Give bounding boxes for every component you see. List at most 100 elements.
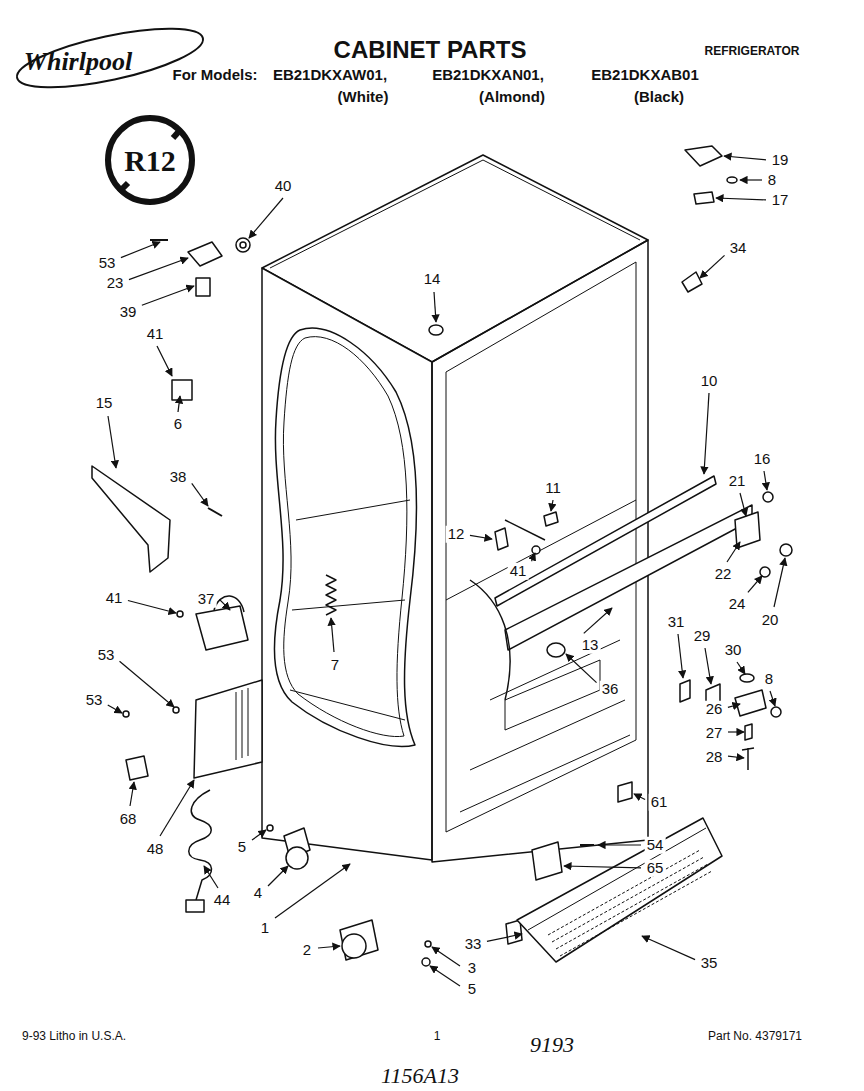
callout-number: 53	[96, 647, 117, 664]
model-number: EB21DKXAB01	[591, 67, 699, 84]
leader-line	[121, 242, 160, 258]
callout-number: 34	[728, 240, 749, 257]
callout-number: 24	[727, 596, 748, 613]
leader-line	[740, 493, 746, 516]
leader-line	[130, 782, 134, 806]
leader-line	[764, 471, 767, 490]
callout-number: 36	[600, 681, 621, 698]
leader-line	[564, 866, 641, 868]
leader-line	[678, 634, 683, 678]
leader-line	[470, 535, 492, 539]
leader-line	[566, 654, 597, 683]
callout-number: 41	[508, 563, 529, 580]
callout-number: 44	[212, 892, 233, 909]
callout-number: 14	[422, 271, 443, 288]
callout-number: 53	[84, 692, 105, 709]
leader-line	[737, 662, 745, 674]
leader-line	[430, 966, 460, 986]
models-heading: For Models:	[173, 67, 258, 84]
leader-line	[724, 156, 766, 160]
callout-number: 35	[699, 955, 720, 972]
callout-number: 2	[301, 942, 313, 959]
callout-number: 4	[252, 885, 264, 902]
leader-line	[700, 255, 725, 278]
leader-line	[432, 947, 460, 966]
callout-number: 20	[760, 612, 781, 629]
leader-line	[728, 704, 740, 707]
leader-line	[331, 618, 334, 652]
refrigerant-symbol: R12	[124, 144, 176, 177]
color-name: (Almond)	[479, 89, 545, 106]
callout-number: 31	[666, 614, 687, 631]
leader-line	[748, 576, 762, 592]
callout-number: 38	[168, 469, 189, 486]
callout-number: 23	[105, 275, 126, 292]
callout-number: 30	[723, 642, 744, 659]
callout-number: 28	[704, 749, 725, 766]
leader-line	[770, 691, 775, 706]
leader-line	[774, 558, 785, 607]
leader-line	[249, 198, 283, 238]
callout-number: 7	[329, 657, 341, 674]
leader-line	[178, 396, 180, 412]
leader-line	[727, 542, 740, 562]
callout-number: 6	[172, 416, 184, 433]
color-name: (White)	[338, 89, 389, 106]
page-number: 1	[434, 1030, 441, 1043]
callout-number: 19	[770, 152, 791, 169]
callout-number: 29	[692, 628, 713, 645]
part-number: Part No. 4379171	[708, 1030, 802, 1043]
leader-line	[728, 756, 744, 758]
callout-number: 5	[236, 839, 248, 856]
title: CABINET PARTS	[334, 37, 527, 63]
callout-number: 10	[699, 373, 720, 390]
callout-number: 5	[466, 981, 478, 998]
leader-line	[142, 286, 194, 305]
model-number: EB21DKXAW01,	[273, 67, 387, 84]
callout-number: 11	[543, 480, 563, 497]
leader-line	[704, 393, 709, 474]
leader-line	[642, 936, 695, 960]
leader-line	[487, 934, 522, 941]
leader-line	[728, 731, 744, 732]
callout-number: 37	[196, 591, 217, 608]
callout-number: 16	[752, 451, 773, 468]
leader-line	[584, 608, 612, 633]
leader-line	[740, 179, 762, 180]
callout-number: 54	[645, 837, 666, 854]
callout-number: 40	[273, 178, 294, 195]
callout-number: 27	[704, 725, 725, 742]
leader-line	[157, 346, 172, 376]
leader-line	[120, 661, 174, 707]
callout-number: 12	[446, 526, 467, 543]
leader-line	[204, 866, 218, 888]
callout-number: 17	[770, 192, 791, 209]
leader-line	[268, 866, 288, 886]
leader-line	[716, 198, 766, 200]
product-type: REFRIGERATOR	[705, 45, 800, 58]
color-name: (Black)	[634, 89, 684, 106]
model-number: EB21DKXAN01,	[432, 67, 544, 84]
leader-line	[705, 648, 711, 684]
leader-line	[318, 946, 340, 948]
callout-number: 3	[466, 960, 478, 977]
callout-number: 68	[118, 811, 139, 828]
leader-line	[108, 416, 116, 468]
handwritten-note: 1156A13	[381, 1064, 459, 1088]
handwritten-note: 9193	[530, 1033, 574, 1057]
callout-number: 48	[145, 841, 166, 858]
callout-number: 65	[645, 860, 666, 877]
brand-logo: Whirlpool	[24, 48, 132, 77]
callout-number: 41	[104, 590, 125, 607]
callout-number: 41	[145, 326, 166, 343]
leader-line	[129, 258, 188, 280]
leader-line	[634, 794, 645, 800]
callout-number: 39	[118, 304, 139, 321]
leader-line	[532, 553, 535, 561]
callout-number: 22	[713, 566, 734, 583]
leader-line	[219, 599, 230, 610]
leader-line	[551, 500, 553, 511]
callout-number: 8	[763, 671, 775, 688]
callout-number: 26	[704, 701, 725, 718]
callout-number: 15	[94, 395, 115, 412]
